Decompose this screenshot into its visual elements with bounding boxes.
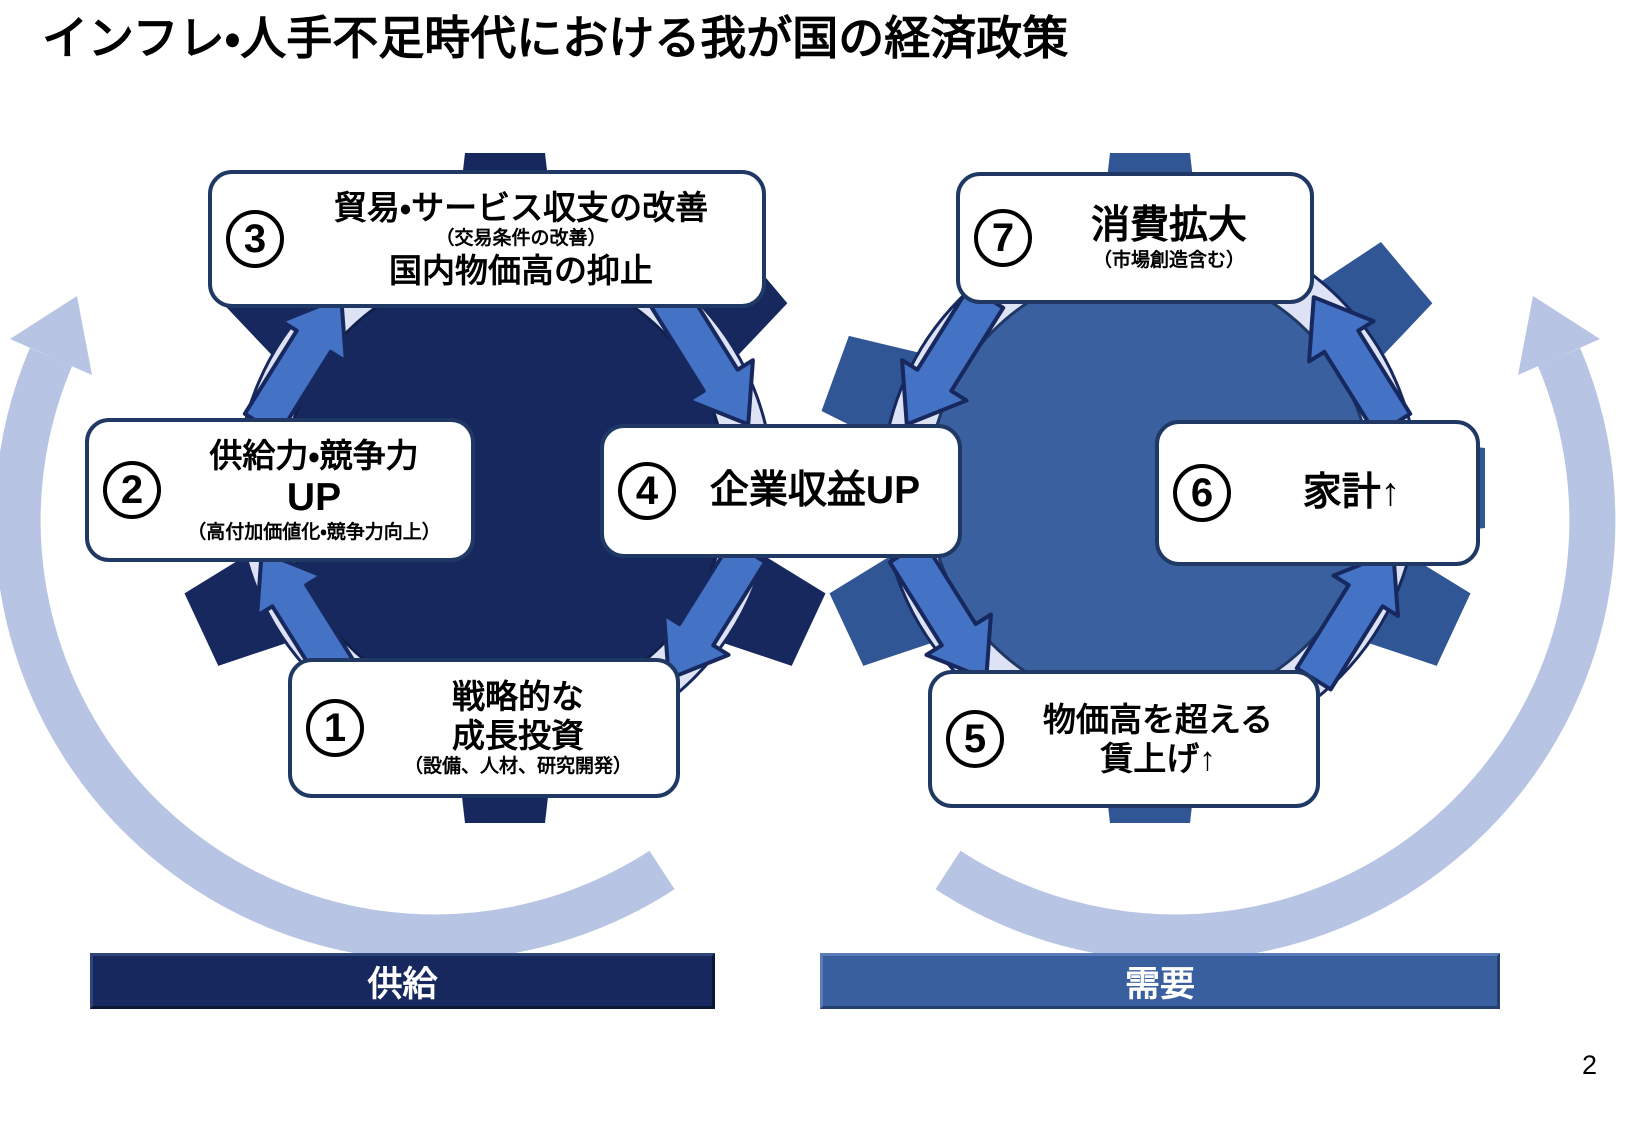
arrowhead-icon bbox=[1518, 296, 1600, 375]
page-number: 2 bbox=[1581, 1050, 1597, 1080]
step-text: 家計↑ bbox=[1241, 470, 1462, 516]
supply-bar-label: 供給 bbox=[367, 964, 438, 1004]
step-number-badge: 7 bbox=[974, 209, 1032, 267]
arc-stroke bbox=[0, 348, 675, 961]
step-label: 供給力・競争力 bbox=[209, 436, 419, 474]
supply-gear-rotation-arrows bbox=[242, 284, 768, 692]
step-label: 企業収益UP bbox=[709, 469, 921, 512]
step-label: 戦略的な bbox=[452, 678, 584, 715]
step-sublabel: （高付加価値化・競争力向上） bbox=[187, 521, 441, 543]
step-label: 国内物価高の抑止 bbox=[389, 252, 653, 289]
step-text: 戦略的な 成長投資 （設備、人材、研究開発） bbox=[374, 677, 662, 779]
step-label: 物価高を超える bbox=[1042, 701, 1273, 738]
step-number-badge: 2 bbox=[103, 461, 161, 519]
step-label: 成長投資 bbox=[452, 717, 584, 754]
outer-cycle-arrow-right bbox=[935, 296, 1616, 961]
step-text: 物価高を超える 賃上げ↑ bbox=[1014, 700, 1302, 778]
step-number-badge: 6 bbox=[1173, 464, 1231, 522]
rotation-arrow-icon bbox=[887, 538, 993, 681]
gear-tooth-icon bbox=[724, 556, 826, 666]
rotation-arrow-icon bbox=[900, 284, 1006, 427]
step-label: 貿易・サービス収支の改善 bbox=[333, 189, 709, 226]
step-sublabel: （設備、人材、研究開発） bbox=[403, 756, 632, 777]
demand-gear-rotation-arrows bbox=[887, 284, 1413, 692]
step-number-badge: 4 bbox=[618, 462, 676, 520]
gear-tooth-icon bbox=[829, 556, 931, 666]
step-box-1: 1 戦略的な 成長投資 （設備、人材、研究開発） bbox=[288, 658, 680, 798]
demand-bar: 需要 bbox=[820, 953, 1500, 1009]
step-text: 消費拡大 （市場創造含む） bbox=[1042, 203, 1296, 273]
step-label: 賃上げ↑ bbox=[1100, 740, 1216, 777]
demand-bar-label: 需要 bbox=[1124, 964, 1195, 1004]
gear-tooth-icon bbox=[1369, 556, 1471, 666]
step-text: 企業収益UP bbox=[686, 468, 944, 514]
arc-stroke bbox=[935, 348, 1616, 961]
step-box-3: 3 貿易・サービス収支の改善 （交易条件の改善） 国内物価高の抑止 bbox=[208, 170, 766, 308]
rotation-arrow-icon bbox=[649, 284, 755, 427]
step-label: UP bbox=[286, 475, 342, 519]
gear-tooth-icon bbox=[184, 556, 286, 666]
arrowhead-icon bbox=[10, 296, 92, 375]
gear-tooth-icon bbox=[1322, 242, 1433, 355]
step-box-5: 5 物価高を超える 賃上げ↑ bbox=[928, 670, 1320, 808]
step-box-4: 4 企業収益UP bbox=[600, 424, 962, 558]
outer-cycle-arrow-left bbox=[0, 296, 675, 961]
step-box-7: 7 消費拡大 （市場創造含む） bbox=[956, 172, 1314, 304]
rotation-arrow-icon bbox=[1294, 549, 1400, 692]
step-label: 家計↑ bbox=[1302, 471, 1401, 514]
step-label: 消費拡大 bbox=[1090, 204, 1247, 247]
step-text: 貿易・サービス収支の改善 （交易条件の改善） 国内物価高の抑止 bbox=[294, 188, 748, 290]
step-number-badge: 1 bbox=[306, 699, 364, 757]
page-title: インフレ・人手不足時代における我が国の経済政策 bbox=[42, 12, 1069, 64]
step-sublabel: （交易条件の改善） bbox=[435, 228, 607, 249]
rotation-arrow-icon bbox=[255, 549, 361, 692]
step-number-badge: 3 bbox=[226, 210, 284, 268]
step-box-2: 2 供給力・競争力 UP （高付加価値化・競争力向上） bbox=[85, 418, 475, 562]
rotation-arrow-icon bbox=[1307, 295, 1413, 438]
supply-bar: 供給 bbox=[90, 953, 715, 1009]
step-text: 供給力・競争力 UP （高付加価値化・競争力向上） bbox=[171, 436, 457, 545]
step-number-badge: 5 bbox=[946, 710, 1004, 768]
step-sublabel: （市場創造含む） bbox=[1092, 250, 1245, 271]
step-box-6: 6 家計↑ bbox=[1155, 420, 1480, 566]
